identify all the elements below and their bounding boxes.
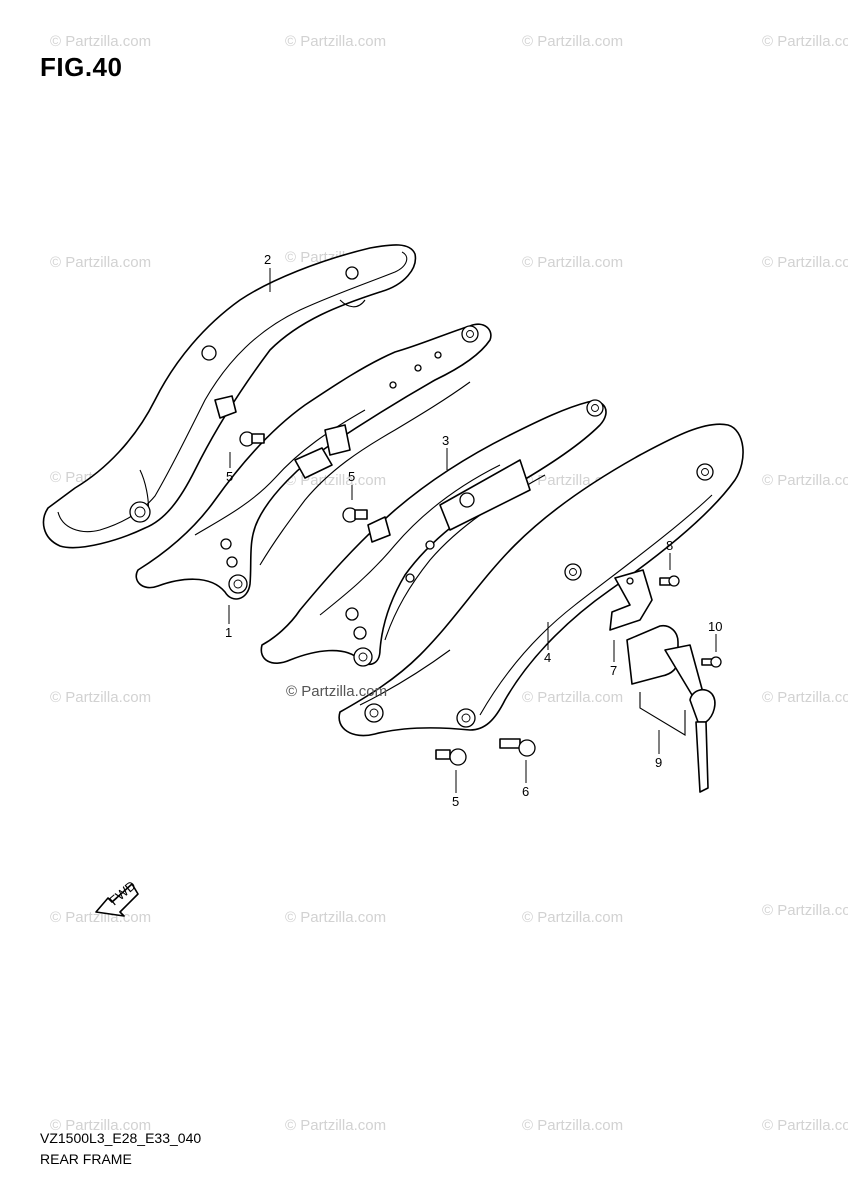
watermark-text: © Partzilla.com	[50, 254, 151, 271]
callout-labels: 2 1 5 5 3 4 5 6 7 8 9 10	[225, 252, 722, 809]
watermark-text: © Partzilla.com	[285, 909, 386, 926]
screw-8	[659, 575, 680, 587]
part-9-helmet-lock-set	[626, 624, 716, 793]
watermark-text: © Partzilla.com	[762, 254, 848, 271]
center-watermark: © Partzilla.com	[286, 683, 387, 700]
watermark-text: © Partzilla.com	[762, 33, 848, 50]
watermark-text: © Partzilla.com	[522, 909, 623, 926]
watermark-text: © Partzilla.com	[50, 689, 151, 706]
part-3-right-rear-frame	[260, 399, 607, 667]
watermark-text: © Partzilla.com	[285, 472, 386, 489]
callout-10: 10	[708, 619, 722, 634]
bolt-5-lower	[435, 748, 467, 766]
watermark-text: © Partzilla.com	[762, 689, 848, 706]
callout-5: 5	[452, 794, 459, 809]
watermark-text: © Partzilla.com	[50, 1117, 151, 1134]
callout-7: 7	[610, 663, 617, 678]
screw-10	[701, 656, 722, 668]
callout-5: 5	[348, 469, 355, 484]
callout-4: 4	[544, 650, 551, 665]
callout-2: 2	[264, 252, 271, 267]
watermark-text: © Partzilla.com	[522, 33, 623, 50]
watermark-text: © Partzilla.com	[762, 472, 848, 489]
bolt-6	[499, 738, 536, 757]
part-7-lock-bracket	[609, 569, 653, 631]
watermark-layer: © Partzilla.com © Partzilla.com © Partzi…	[50, 33, 848, 1134]
watermark-text: © Partzilla.com	[285, 1117, 386, 1134]
bolt-5-upper	[239, 431, 265, 447]
callout-5: 5	[226, 469, 233, 484]
callout-8: 8	[666, 538, 673, 553]
fwd-arrow-icon: FWD	[95, 878, 139, 917]
watermark-text: © Partzilla.com	[50, 909, 151, 926]
figure-title: FIG.40	[40, 52, 123, 82]
callout-9: 9	[655, 755, 662, 770]
diagram-name: REAR FRAME	[40, 1151, 132, 1167]
watermark-text: © Partzilla.com	[522, 689, 623, 706]
diagram-code: VZ1500L3_E28_E33_040	[40, 1130, 202, 1146]
part-1-left-rear-frame	[135, 323, 492, 600]
watermark-text: © Partzilla.com	[522, 1117, 623, 1134]
watermark-text: © Partzilla.com	[522, 254, 623, 271]
part-2-frame-cover	[42, 244, 417, 549]
watermark-text: © Partzilla.com	[50, 33, 151, 50]
callout-3: 3	[442, 433, 449, 448]
callout-1: 1	[225, 625, 232, 640]
watermark-text: © Partzilla.com	[285, 33, 386, 50]
callout-6: 6	[522, 784, 529, 799]
bolt-5-middle	[342, 507, 368, 523]
part-4-lower-frame-cover	[338, 423, 744, 737]
watermark-text: © Partzilla.com	[762, 902, 848, 919]
watermark-text: © Partzilla.com	[762, 1117, 848, 1134]
leader-lines	[228, 268, 717, 793]
